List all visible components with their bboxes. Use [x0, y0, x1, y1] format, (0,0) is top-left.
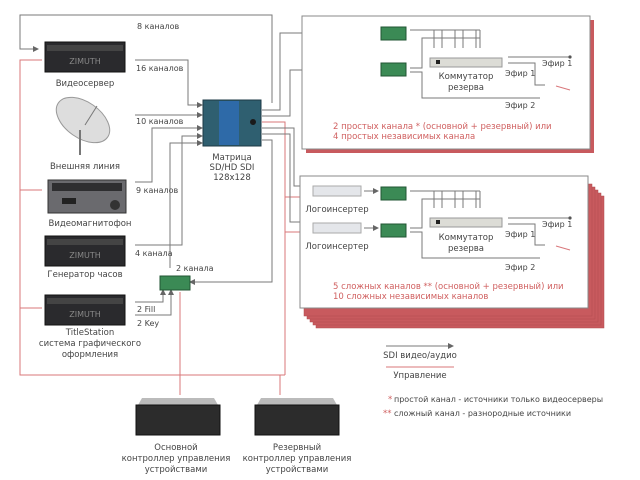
output-card-icon: [380, 26, 407, 238]
legend: SDI видео/аудио Управление * простой кан…: [383, 343, 603, 419]
air2-label-top: Эфир 2: [505, 101, 535, 110]
backup-ctrl-label-2: контроллер управления: [243, 454, 352, 464]
switcher-label-2a: Коммутатор: [439, 233, 494, 243]
svg-text:ZIMUTH: ZIMUTH: [69, 251, 101, 260]
link-label-9ch: 9 каналов: [136, 186, 179, 195]
simple-box-note-1: 2 простых канала * (основной + резервный…: [333, 122, 552, 132]
vtr-label: Видеомагнитофон: [48, 219, 131, 229]
matrix-label-1: Матрица: [212, 153, 251, 163]
logo-inserter-label-1: Логоинсертер: [305, 205, 368, 215]
link-label-4ch: 4 канала: [135, 249, 173, 258]
main-ctrl-label-1: Основной: [154, 443, 197, 453]
link-label-2ch: 2 канала: [176, 264, 214, 273]
titlestation-label-3: оформления: [62, 350, 118, 360]
main-ctrl-label-2: контроллер управления: [122, 454, 231, 464]
backup-controller-icon: [254, 398, 340, 436]
complex-box-note-1: 5 сложных каналов ** (основной + резервн…: [333, 282, 564, 292]
videoserver-label: Видеосервер: [56, 79, 115, 89]
box-notes: 2 простых канала * (основной + резервный…: [333, 122, 564, 302]
air1-label-top-b: Эфир 1: [505, 69, 535, 78]
note2-text: сложный канал - разнородные источники: [394, 409, 571, 418]
titlestation-label-1: TitleStation: [65, 328, 114, 338]
switcher-label-1a: Коммутатор: [439, 72, 494, 82]
main-controller-icon: [135, 398, 221, 436]
matrix-label-3: 128x128: [213, 173, 250, 183]
link-label-16ch: 16 каналов: [136, 64, 184, 73]
svg-text:ZIMUTH: ZIMUTH: [69, 57, 101, 66]
switcher-label-2b: резерва: [448, 244, 484, 254]
legend-control-label: Управление: [393, 371, 446, 381]
switcher-label-1b: резерва: [448, 83, 484, 93]
note1-mark: *: [388, 395, 392, 405]
satellite-dish-icon: [55, 96, 111, 155]
svg-text:ZIMUTH: ZIMUTH: [69, 310, 101, 319]
output-labels: Эфир 1 Эфир 1 Эфир 2 Эфир 1 Эфир 1 Эфир …: [505, 59, 572, 272]
control-lines: [19, 59, 310, 395]
videoserver-icon: ZIMUTH: [44, 41, 126, 73]
titlestation-icon: ZIMUTH: [44, 294, 126, 326]
air1-label-top-a: Эфир 1: [542, 59, 572, 68]
note2-mark: **: [383, 409, 392, 419]
simple-box-note-2: 4 простых независимых канала: [333, 132, 475, 142]
vtr-icon: [47, 179, 127, 214]
satellite-label: Внешняя линия: [50, 162, 120, 172]
link-label-key: 2 Key: [137, 319, 159, 328]
clock-label: Генератор часов: [47, 270, 122, 280]
backup-ctrl-label-1: Резервный: [273, 443, 321, 453]
signal-lines: [19, 14, 379, 316]
link-label-fill: 2 Fill: [137, 305, 155, 314]
link-labels: 8 каналов 16 каналов 10 каналов 9 канало…: [135, 22, 214, 328]
note1-text: простой канал - источники только видеосе…: [394, 395, 603, 404]
titlestation-label-2: система графического: [39, 339, 141, 349]
backup-ctrl-label-3: устройствами: [266, 465, 329, 475]
complex-box-note-2: 10 сложных независимых каналов: [333, 292, 488, 302]
logo-card-icon: [159, 275, 191, 291]
air2-label-bottom: Эфир 2: [505, 263, 535, 272]
matrix-label-2: SD/HD SDI: [210, 163, 255, 173]
logo-inserter-icon: [312, 185, 362, 234]
logo-inserter-label-2: Логоинсертер: [305, 242, 368, 252]
link-label-8ch: 8 каналов: [137, 22, 180, 31]
legend-sdi-label: SDI видео/аудио: [383, 351, 457, 361]
clock-generator-icon: ZIMUTH: [44, 235, 126, 267]
device-labels: Видеосервер Внешняя линия Видеомагнитофо…: [39, 72, 493, 475]
backup-switcher-icon: [429, 57, 503, 228]
box-internal-wiring: [364, 29, 572, 259]
main-ctrl-label-3: устройствами: [145, 465, 208, 475]
link-label-10ch: 10 каналов: [136, 117, 184, 126]
matrix-router-icon: [202, 99, 262, 147]
air1-label-bottom-a: Эфир 1: [542, 220, 572, 229]
air1-label-bottom-b: Эфир 1: [505, 230, 535, 239]
